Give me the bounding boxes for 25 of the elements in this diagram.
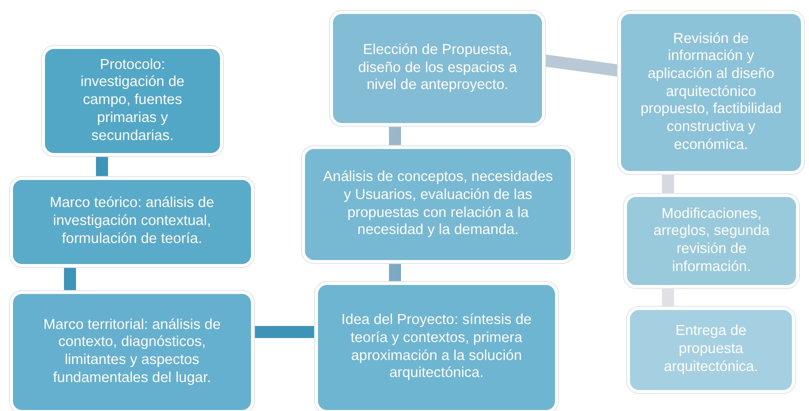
step-text: Revisión de información y aplicación al diseño arquitectónico propuesto, factibilidad constructiva y económica. bbox=[639, 30, 783, 154]
step-text: Protocolo: investigación de campo, fuentes primarias y secundarias. bbox=[80, 56, 186, 146]
process-box bbox=[330, 11, 545, 126]
process-box bbox=[627, 307, 795, 393]
step-text: Idea del Proyecto: síntesis de teoría y contextos, primera aproximación a la solución arquitectónica. bbox=[340, 312, 533, 383]
process-box bbox=[315, 282, 558, 411]
connector-bar bbox=[64, 267, 76, 291]
connector-bar bbox=[389, 126, 401, 146]
step-text: Modificaciones, arreglos, segunda revisión de información. bbox=[652, 206, 771, 276]
step-text: Marco territorial: análisis de contexto, diagnósticos, limitantes y aspectos fundamentales del lugar. bbox=[42, 316, 222, 388]
step-text: Entrega de propuesta arquitectónica. bbox=[662, 323, 760, 377]
connector-bar bbox=[96, 156, 108, 177]
step-text: Marco teórico: análisis de investigación contextual, formulación de teoría. bbox=[48, 195, 216, 249]
process-box bbox=[624, 194, 799, 288]
step-text: Análisis de conceptos, necesidades y Usuarios, evaluación de las propuestas con relación a la necesidad y la demanda. bbox=[322, 169, 554, 240]
connector-bar bbox=[254, 326, 315, 338]
process-box bbox=[302, 146, 574, 263]
connector-bar bbox=[662, 174, 674, 194]
process-box bbox=[10, 177, 254, 267]
step-text: Elección de Propuesta, diseño de los espacios a nivel de anteproyecto. bbox=[357, 42, 518, 96]
process-box bbox=[618, 11, 804, 174]
connector-bar bbox=[389, 263, 401, 282]
process-box bbox=[10, 291, 254, 411]
connector-bar bbox=[544, 54, 619, 76]
process-box bbox=[42, 46, 223, 156]
